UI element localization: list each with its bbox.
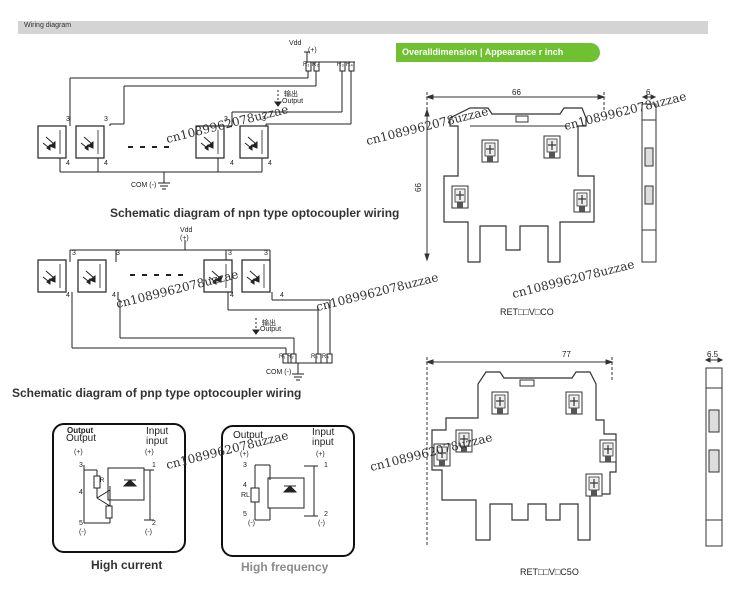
hc-plus-right: (+) (145, 449, 154, 456)
hc-minus-left: (-) (79, 529, 86, 536)
npn-pin-4b: 4 (104, 160, 108, 167)
hf-plus-left: (+) (240, 451, 249, 458)
npn-r2: R₂ (312, 62, 319, 68)
npn-output-cn: 输出 (284, 91, 298, 98)
bottom-side-view (704, 357, 724, 547)
pnp-output-cn: 输出 (262, 320, 276, 327)
bottom-width-label: 77 (562, 350, 571, 359)
top-width-label: 66 (512, 88, 521, 97)
npn-pin-3b: 3 (104, 116, 108, 123)
pnp-vdd: Vdd (180, 227, 193, 234)
header-title: Wiring diagram (24, 22, 72, 29)
hf-minus-left: (-) (248, 520, 255, 527)
hc-pin-1: 1 (152, 462, 156, 469)
hf-input-2: input (312, 437, 334, 448)
npn-caption: Schematic diagram of npn type optocouple… (110, 206, 400, 220)
hf-input-1: Input (312, 427, 335, 438)
top-height-label: 66 (413, 183, 423, 192)
npn-pin-4a: 4 (66, 160, 70, 167)
high-frequency-caption: High frequency (241, 560, 329, 574)
pnp-output-en: Output (260, 326, 282, 333)
high-current-box (52, 423, 186, 553)
npn-r1: R₁ (303, 62, 310, 68)
hf-output: Output (233, 430, 264, 441)
hc-input-2: input (146, 436, 168, 447)
npn-pin-3c: 3 (224, 116, 228, 123)
pnp-pin-4d: 4 (280, 292, 284, 299)
bottom-depth-label: 6.5 (707, 350, 719, 359)
bottom-model-label: RET□□V□C5O (520, 567, 579, 577)
npn-pin-4c: 4 (230, 160, 234, 167)
top-depth-label: 6 (646, 88, 651, 97)
hf-pin-5: 5 (243, 511, 247, 518)
hf-plus-right: (+) (316, 451, 325, 458)
hf-pin-2: 2 (324, 511, 328, 518)
dimension-section-title: Overalldimension | Appearance r inch (402, 47, 564, 57)
hc-pin-3: 3 (79, 462, 83, 469)
high-current-circuit (83, 465, 154, 524)
pnp-r2: R₂ (287, 354, 294, 360)
npn-vdd: Vdd (289, 40, 302, 47)
dimension-section-title-pill: Overalldimension | Appearance r inch (396, 43, 600, 62)
npn-plus: (+) (308, 47, 317, 54)
top-model-label: RET□□V□CO (500, 307, 554, 317)
hc-input-1: Input (146, 426, 169, 437)
npn-pin-3a: 3 (66, 116, 70, 123)
npn-r3: R₃ (337, 62, 344, 68)
npn-com: COM (-) (131, 182, 157, 189)
pnp-r4: R₄ (322, 354, 329, 360)
high-frequency-circuit (250, 464, 318, 521)
pnp-pin-3b: 3 (116, 250, 120, 257)
pnp-pin-4a: 4 (66, 292, 70, 299)
hc-pin-2: 2 (152, 520, 156, 527)
npn-r4: R₄ (346, 62, 353, 68)
hf-pin-1: 1 (324, 462, 328, 469)
hc-pin-5: 5 (79, 520, 83, 527)
pnp-pin-3c: 3 (228, 250, 232, 257)
hf-load: RL (241, 492, 250, 499)
pnp-r1: R₁ (279, 354, 286, 360)
pnp-pin-3d: 3 (264, 250, 268, 257)
hc-pin-4: 4 (79, 489, 83, 496)
hc-resistor: R (100, 478, 105, 484)
pnp-pin-3a: 3 (72, 250, 76, 257)
hf-pin-4: 4 (243, 482, 247, 489)
pnp-com: COM (-) (266, 369, 292, 376)
pnp-r3: R₃ (311, 354, 318, 360)
top-side-view (641, 94, 657, 263)
npn-output-en: Output (282, 98, 304, 105)
high-current-caption: High current (91, 558, 163, 572)
high-frequency-box (221, 425, 355, 557)
npn-pin-3d: 3 (262, 116, 266, 123)
page-header-bar: Wiring diagram (18, 21, 708, 34)
hc-output: Output (66, 433, 97, 444)
pnp-pin-4c: 4 (230, 292, 234, 299)
hc-output-bold: Output (67, 426, 94, 435)
pnp-plus: (+) (180, 235, 189, 242)
npn-pin-4d: 4 (268, 160, 272, 167)
pnp-diagram (37, 240, 333, 381)
hf-pin-3: 3 (243, 462, 247, 469)
npn-diagram (37, 51, 355, 190)
hf-minus-right: (-) (318, 520, 325, 527)
pnp-pin-4b: 4 (112, 292, 116, 299)
hc-minus-right: (-) (145, 529, 152, 536)
pnp-caption: Schematic diagram of pnp type optocouple… (12, 386, 302, 400)
hc-plus-left: (+) (74, 449, 83, 456)
